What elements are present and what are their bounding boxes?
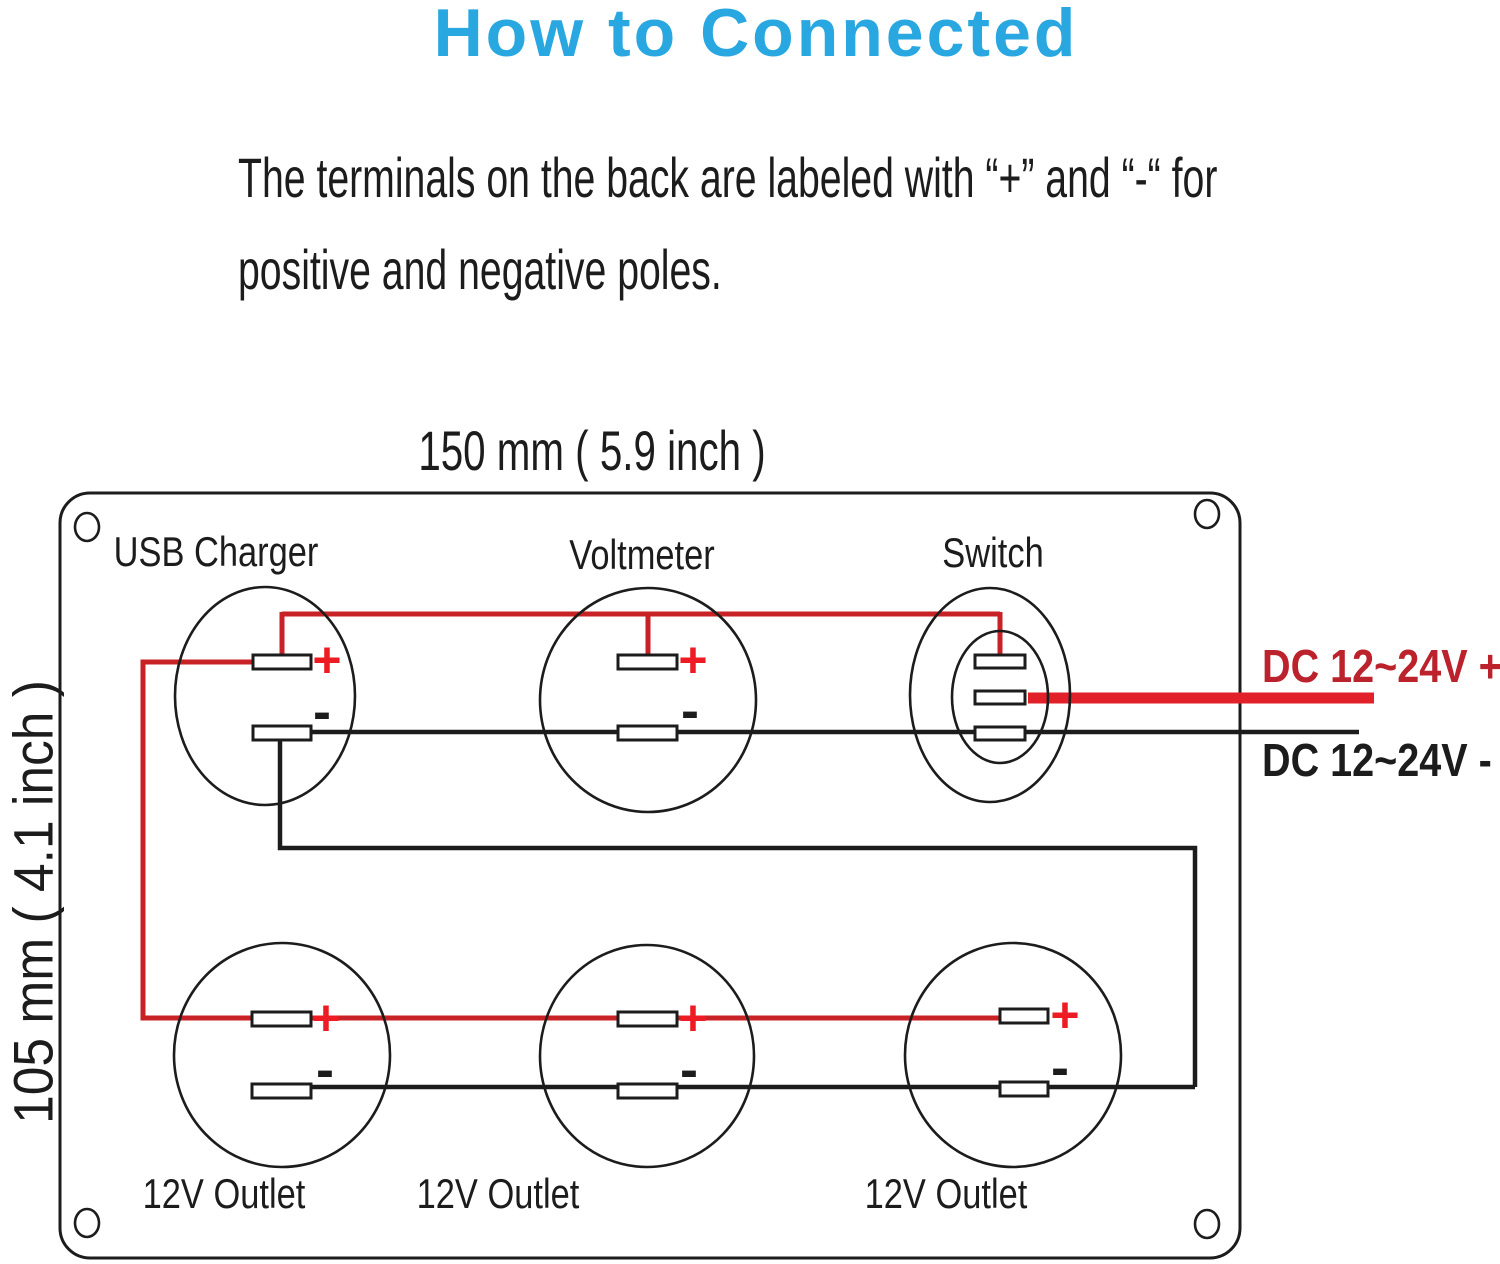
mounting-hole-top-right xyxy=(1193,498,1221,530)
outlet-2-minus-terminal xyxy=(616,1082,679,1100)
outlet-1-circle xyxy=(172,941,392,1169)
voltmeter-minus-terminal xyxy=(616,724,679,742)
switch-label: Switch xyxy=(942,529,1044,576)
outlet-1-minus-sign: - xyxy=(316,1040,334,1100)
switch-inner-circle xyxy=(950,629,1050,765)
usb-minus-terminal xyxy=(251,724,313,742)
voltmeter-plus-terminal xyxy=(616,653,679,671)
positive-wires xyxy=(140,611,1374,1021)
description-line-1: The terminals on the back are labeled wi… xyxy=(238,146,1218,209)
panel-outline xyxy=(58,491,1242,1260)
usb-charger-circle xyxy=(173,585,357,807)
outlet-3-minus-sign: - xyxy=(1051,1038,1069,1098)
usb-plus-sign: + xyxy=(312,632,342,688)
switch-terminal-3 xyxy=(973,725,1027,742)
outlet-3-plus-terminal xyxy=(998,1007,1050,1025)
outlet-3-label: 12V Outlet xyxy=(864,1170,1028,1217)
negative-branch xyxy=(277,738,1198,1087)
outlet-2-label: 12V Outlet xyxy=(416,1170,580,1217)
description-line-2: positive and negative poles. xyxy=(238,238,722,301)
outlet-1-plus-sign: + xyxy=(311,990,341,1046)
switch-terminal-2 xyxy=(973,689,1027,706)
voltmeter-label: Voltmeter xyxy=(569,531,715,578)
outlet-2-circle xyxy=(538,943,756,1169)
switch-outer-circle xyxy=(908,586,1072,804)
usb-charger-label: USB Charger xyxy=(113,528,319,575)
outlet-3-minus-terminal xyxy=(998,1080,1050,1098)
mounting-hole-bottom-left xyxy=(73,1207,101,1239)
voltmeter-minus-sign: - xyxy=(681,681,699,741)
outlet-1-label: 12V Outlet xyxy=(142,1170,306,1217)
usb-minus-sign: - xyxy=(313,682,331,742)
dc-negative-label: DC 12~24V - xyxy=(1262,734,1492,786)
outlet-2-plus-terminal xyxy=(616,1010,679,1028)
outlet-1-minus-terminal xyxy=(250,1082,313,1100)
mounting-hole-bottom-right xyxy=(1193,1208,1221,1240)
usb-plus-terminal xyxy=(251,653,313,671)
width-dimension-label: 150 mm ( 5.9 inch ) xyxy=(418,419,766,482)
switch-terminal-1 xyxy=(973,653,1027,670)
positive-bus-bottom xyxy=(140,659,1015,1021)
voltmeter-plus-sign: + xyxy=(678,632,708,688)
dc-positive-label: DC 12~24V + xyxy=(1262,640,1500,692)
outlet-2-plus-sign: + xyxy=(678,990,708,1046)
voltmeter-circle xyxy=(538,586,758,814)
outlet-1-plus-terminal xyxy=(250,1010,313,1028)
outlet-2-minus-sign: - xyxy=(680,1040,698,1100)
outlet-3-circle xyxy=(903,941,1123,1169)
page-title: How to Connected xyxy=(433,0,1079,71)
outlet-3-plus-sign: + xyxy=(1050,987,1080,1043)
height-dimension-label: 105 mm ( 4.1 inch ) xyxy=(1,680,65,1124)
mounting-hole-top-left xyxy=(73,511,101,543)
